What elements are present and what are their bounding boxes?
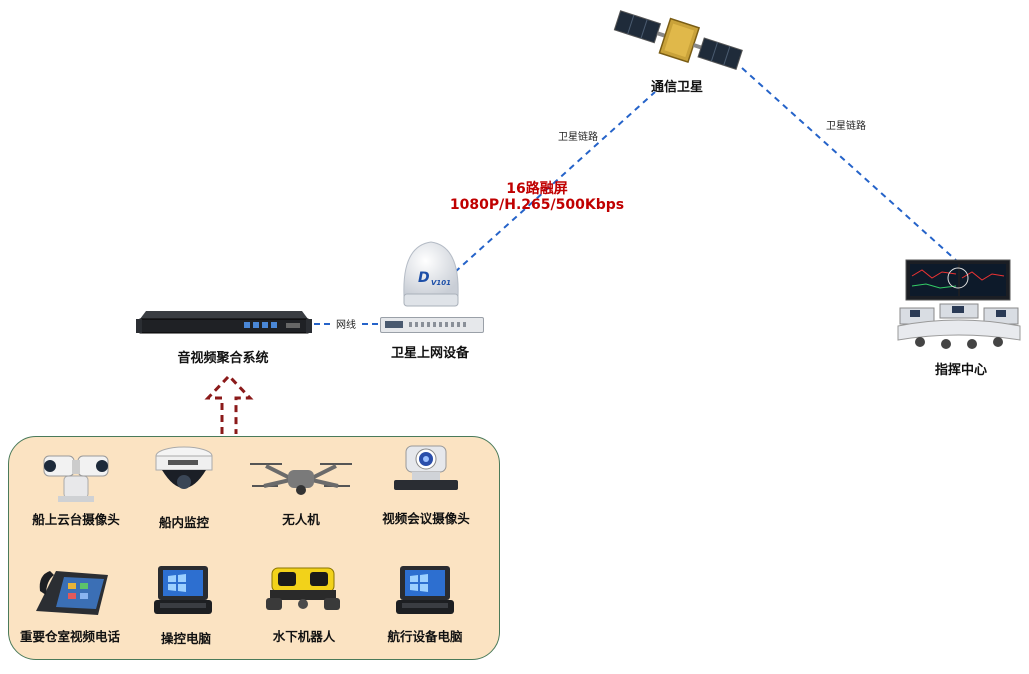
svg-text:D: D <box>418 270 430 286</box>
device-label-dome-camera: 船内监控 <box>158 515 210 530</box>
satellite-link-left-label: 卫星链路 <box>558 132 598 143</box>
dome-badge: V101 <box>431 279 451 287</box>
satellite-icon <box>612 8 744 74</box>
command-center-icon <box>896 256 1022 354</box>
satellite-dome-icon: D V101 <box>398 238 464 310</box>
stream-spec-line2: 1080P/H.265/500Kbps <box>449 197 625 213</box>
satellite-link-left <box>454 91 656 273</box>
modem-rack-icon <box>380 317 484 333</box>
underwater-robot-icon <box>264 560 342 616</box>
satellite-label: 通信卫星 <box>650 80 704 95</box>
device-label-video-phone: 重要仓室视频电话 <box>19 629 121 644</box>
device-label-navigation-pc: 航行设备电脑 <box>387 629 463 644</box>
server-icon <box>136 305 312 337</box>
device-label-conference-camera: 视频会议摄像头 <box>382 511 470 526</box>
satellite-link-right-label: 卫星链路 <box>826 121 866 132</box>
rugged-laptop-icon <box>396 564 454 618</box>
device-label-drone: 无人机 <box>282 512 320 527</box>
video-phone-icon <box>34 561 110 617</box>
dome-label: 卫星上网设备 <box>390 346 470 361</box>
rugged-laptop-icon <box>154 564 212 618</box>
aggregator-label: 音视频聚合系统 <box>177 351 269 366</box>
satellite-link-right <box>741 67 959 263</box>
stream-spec-line1: 16路融屏 <box>506 181 568 197</box>
drone-icon <box>248 456 354 500</box>
upload-arrow <box>204 373 254 434</box>
dome-camera-icon <box>154 444 214 502</box>
device-label-control-pc: 操控电脑 <box>160 631 212 646</box>
conference-camera-icon <box>392 442 460 494</box>
command-center-label: 指挥中心 <box>934 363 988 378</box>
ptz-camera-icon <box>40 448 112 504</box>
device-label-underwater-robot: 水下机器人 <box>272 629 336 644</box>
device-label-ptz-camera: 船上云台摄像头 <box>32 512 120 527</box>
network-label: 网线 <box>336 320 356 331</box>
